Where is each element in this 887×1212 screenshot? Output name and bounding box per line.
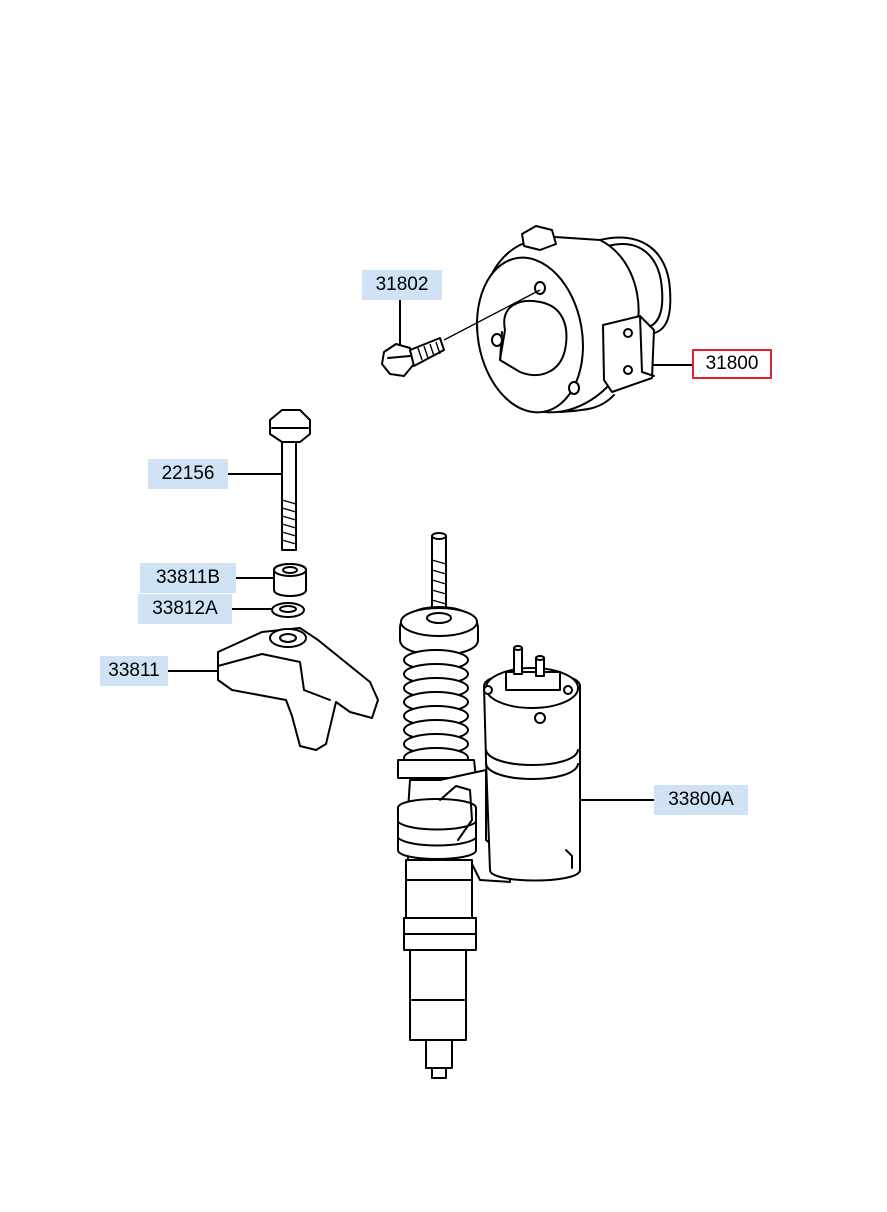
part-33800a-drawing[interactable] — [397, 532, 581, 1079]
part-31802-drawing[interactable] — [381, 289, 541, 377]
label-22156[interactable]: 22156 — [148, 459, 228, 489]
leader-lines — [167, 297, 693, 801]
label-33811[interactable]: 33811 — [100, 656, 168, 686]
part-33811-drawing[interactable] — [217, 627, 379, 751]
label-33811b[interactable]: 33811B — [140, 563, 236, 593]
label-33800a[interactable]: 33800A — [654, 785, 748, 815]
label-31802[interactable]: 31802 — [362, 270, 442, 300]
part-22156-drawing[interactable] — [269, 409, 311, 551]
part-31800-drawing[interactable] — [465, 225, 672, 421]
part-33812a-drawing[interactable] — [271, 602, 305, 618]
label-33812a[interactable]: 33812A — [138, 594, 232, 624]
part-33811b-drawing[interactable] — [273, 563, 307, 597]
label-31800[interactable]: 31800 — [692, 349, 772, 379]
